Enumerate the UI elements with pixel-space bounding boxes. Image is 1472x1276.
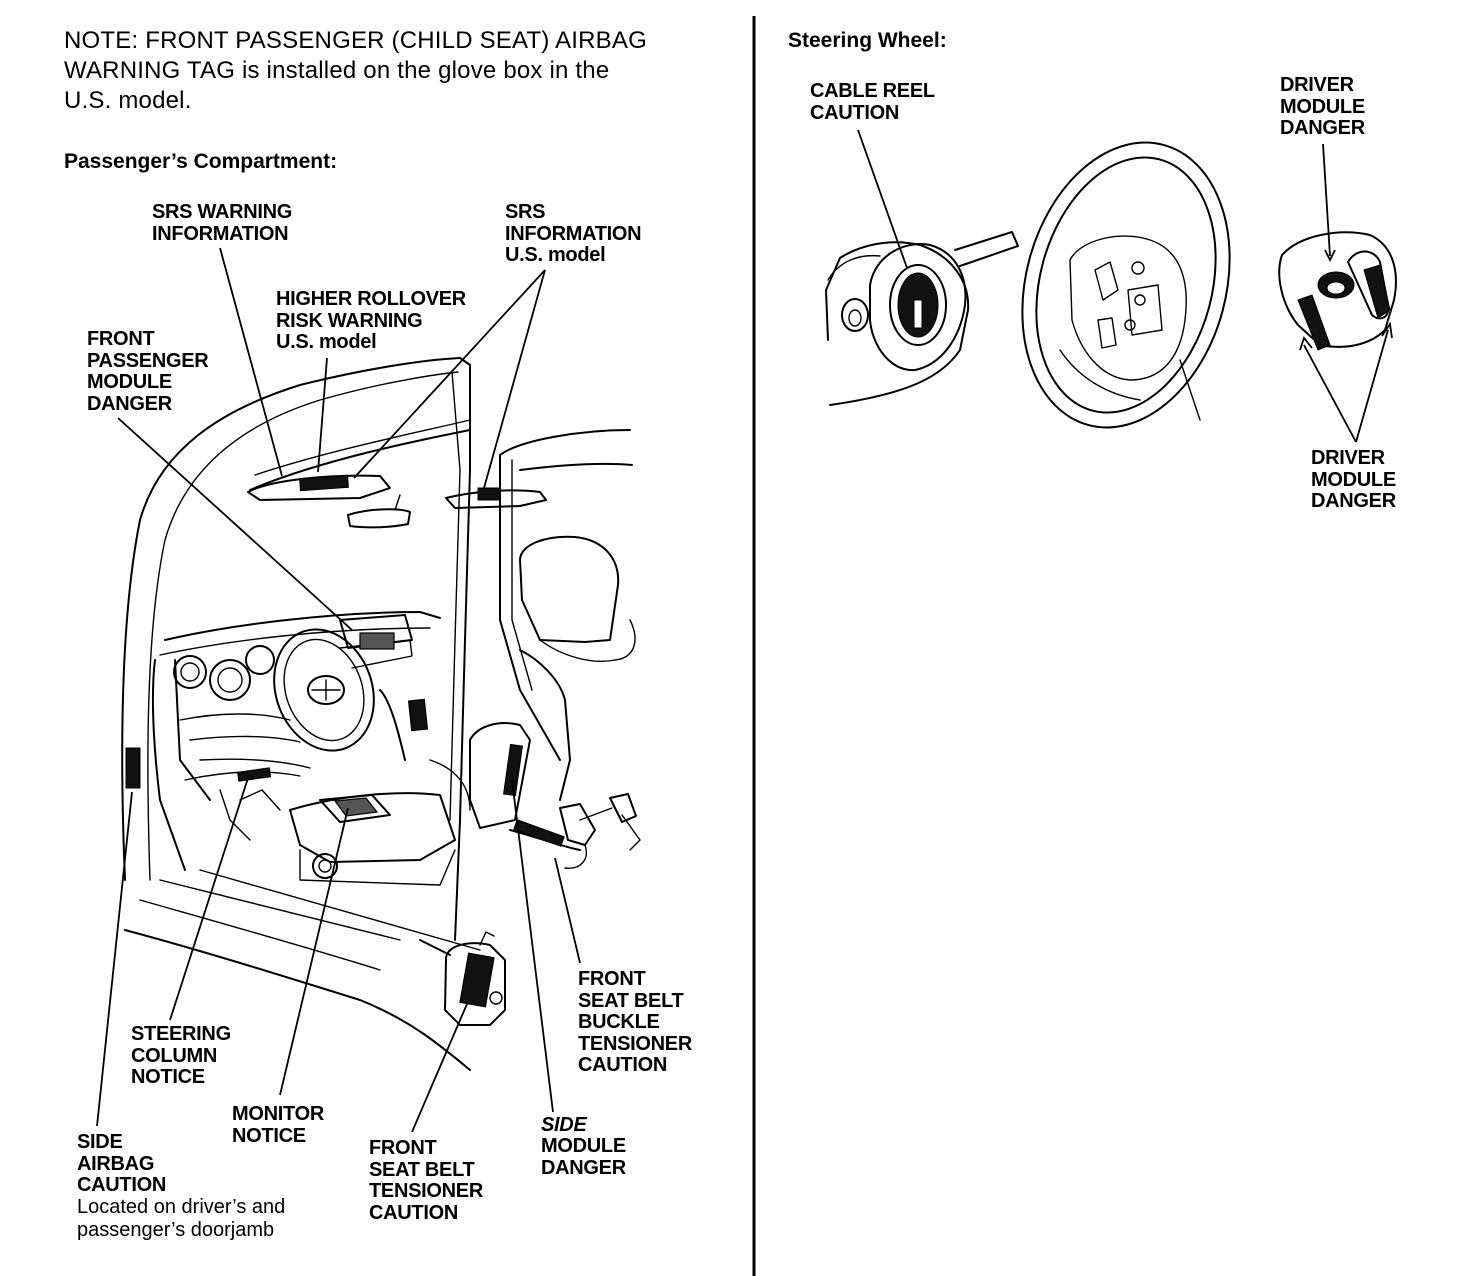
cable-reel [889,264,947,346]
buckle-tensioner-label-mark [513,819,565,847]
passenger-compartment-heading: Passenger’s Compartment: [64,150,338,173]
label-srs-information: SRS INFORMATION U.S. model [505,201,642,266]
driver-module-illustration [1278,231,1397,351]
front-passenger-module-label-mark [359,632,395,650]
car-interior-illustration [121,357,641,1071]
label-driver-module-danger-top: DRIVER MODULE DANGER [1280,74,1365,139]
driver-airbag-module [1278,231,1397,348]
label-side-module-danger: MODULE DANGER [541,1135,626,1179]
srs-warning-label-mark [299,474,349,492]
label-higher-rollover-risk-warning: HIGHER ROLLOVER RISK WARNING U.S. model [276,288,466,353]
label-steering-column-notice: STEERING COLUMN NOTICE [131,1023,231,1088]
label-driver-module-danger-bottom: DRIVER MODULE DANGER [1311,447,1396,512]
label-front-seat-belt-buckle-tensioner-caution: FRONT SEAT BELT BUCKLE TENSIONER CAUTION [578,968,692,1076]
steering-leader-lines [857,129,1393,443]
driver-steering-wheel [273,628,375,752]
seat-belt-tensioner-label-mark [459,952,495,1008]
center-module-label-mark [407,698,429,732]
monitor-label-pad [319,794,391,823]
label-monitor-notice: MONITOR NOTICE [232,1103,324,1147]
steering-wheel-illustration [825,141,1231,429]
label-cable-reel-caution: CABLE REEL CAUTION [810,80,935,124]
label-side-airbag-location: Located on driver’s and passenger’s door… [77,1196,286,1241]
steering-wheel-heading: Steering Wheel: [788,29,947,52]
label-side-airbag-caution: SIDE AIRBAG CAUTION [77,1131,167,1196]
steering-wheel-rim [1021,141,1231,429]
side-airbag-label-mark [125,747,141,789]
note-text: NOTE: FRONT PASSENGER (CHILD SEAT) AIRBA… [64,27,647,114]
steering-column-label-mark [237,767,272,782]
srs-information-label-mark [477,487,501,501]
label-front-seat-belt-tensioner-caution: FRONT SEAT BELT TENSIONER CAUTION [369,1137,483,1224]
label-front-passenger-module-danger: FRONT PASSENGER MODULE DANGER [87,328,209,415]
label-srs-warning-information: SRS WARNING INFORMATION [152,201,293,245]
label-side-module-danger-prefix: SIDE [541,1114,587,1136]
side-module-label-mark [503,743,523,797]
passenger-leader-lines [96,247,581,1133]
